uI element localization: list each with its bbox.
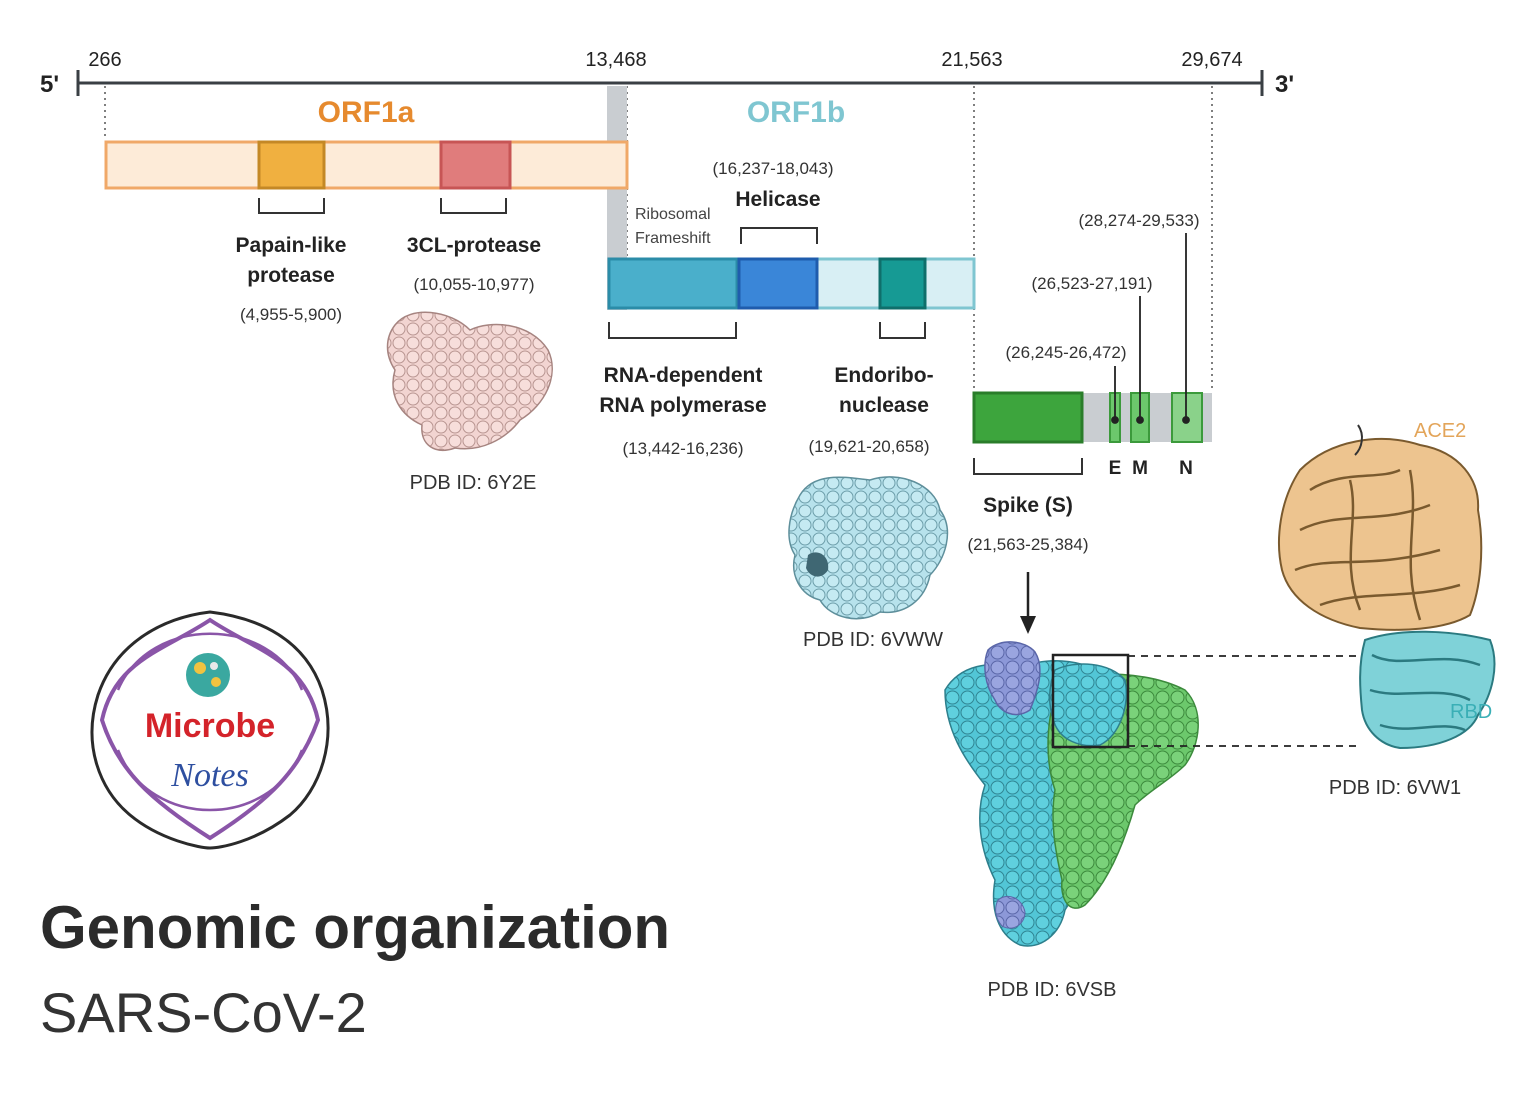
endo-range: (19,621-20,658) — [809, 437, 930, 456]
endo-label-1: Endoribo- — [834, 364, 933, 387]
rdrp-range: (13,442-16,236) — [623, 439, 744, 458]
structural-bar — [972, 391, 1212, 444]
endoribonuclease-protein-structure — [788, 476, 949, 620]
3cl-protein-structure — [386, 311, 553, 451]
rdrp-label-1: RNA-dependent — [604, 364, 763, 387]
m-range: (26,523-27,191) — [1032, 274, 1153, 293]
orf1a-label: ORF1a — [318, 96, 415, 129]
rbd-label: RBD — [1450, 701, 1492, 723]
endoribonuclease-domain — [878, 257, 927, 310]
3cl-protease-domain — [439, 140, 512, 190]
logo-microbe-text: Microbe — [145, 707, 275, 745]
logo-notes-text: Notes — [170, 757, 248, 794]
papain-label-1: Papain-like — [236, 234, 347, 257]
rdrp-domain — [607, 257, 739, 310]
spike-bracket — [973, 458, 1083, 475]
spike-arrow — [1020, 572, 1036, 634]
position-29674: 29,674 — [1181, 49, 1242, 71]
n-range: (28,274-29,533) — [1079, 211, 1200, 230]
helicase-bracket — [740, 227, 818, 244]
orf1b-bar — [607, 257, 976, 310]
spike-range: (21,563-25,384) — [968, 535, 1089, 554]
helicase-label: Helicase — [735, 188, 820, 211]
spike-domain — [972, 391, 1084, 444]
three-prime-label: 3' — [1275, 71, 1294, 98]
n-label: N — [1179, 458, 1193, 479]
e-range: (26,245-26,472) — [1006, 343, 1127, 362]
rbd-zoom-box — [1051, 653, 1130, 749]
3cl-pdb-id: PDB ID: 6Y2E — [410, 472, 537, 494]
microbe-notes-logo: Microbe Notes — [90, 610, 330, 850]
microbe-globe-icon — [186, 653, 230, 697]
spike-pdb-id: PDB ID: 6VSB — [988, 979, 1117, 1001]
page-subtitle: SARS-CoV-2 — [40, 981, 367, 1044]
genome-axis: 5' 3' 266 13,468 21,563 29,674 — [40, 49, 1294, 98]
rdrp-label-2: RNA polymerase — [599, 394, 766, 417]
e-label: E — [1109, 458, 1122, 479]
m-label: M — [1132, 458, 1148, 479]
endo-label-2: nuclease — [839, 394, 929, 417]
frameshift-label-1: Ribosomal — [635, 206, 711, 223]
rbd-pdb-id: PDB ID: 6VW1 — [1329, 777, 1461, 799]
frameshift-label-2: Frameshift — [635, 230, 711, 247]
structural-pins — [1111, 233, 1190, 424]
papain-like-protease-domain — [257, 140, 326, 190]
papain-range: (4,955-5,900) — [240, 305, 342, 324]
position-266: 266 — [88, 49, 121, 71]
3cl-label: 3CL-protease — [407, 234, 541, 257]
orf1b-brackets — [608, 322, 926, 339]
orf1a-brackets — [258, 198, 507, 214]
spike-protein-structure — [944, 641, 1199, 947]
endo-pdb-id: PDB ID: 6VWW — [803, 629, 943, 651]
3cl-range: (10,055-10,977) — [414, 275, 535, 294]
page-title: Genomic organization — [40, 894, 671, 961]
ace2-label: ACE2 — [1414, 420, 1466, 442]
papain-label-2: protease — [247, 264, 335, 287]
helicase-domain — [737, 257, 819, 310]
position-13468: 13,468 — [585, 49, 646, 71]
endo-dark-patch — [806, 552, 829, 577]
helicase-range: (16,237-18,043) — [713, 159, 834, 178]
five-prime-label: 5' — [40, 71, 59, 98]
ace2-rbd-structure — [1278, 424, 1496, 750]
orf1b-label: ORF1b — [747, 96, 845, 129]
position-21563: 21,563 — [941, 49, 1002, 71]
orf1a-bar — [104, 140, 629, 190]
spike-label: Spike (S) — [983, 494, 1073, 517]
